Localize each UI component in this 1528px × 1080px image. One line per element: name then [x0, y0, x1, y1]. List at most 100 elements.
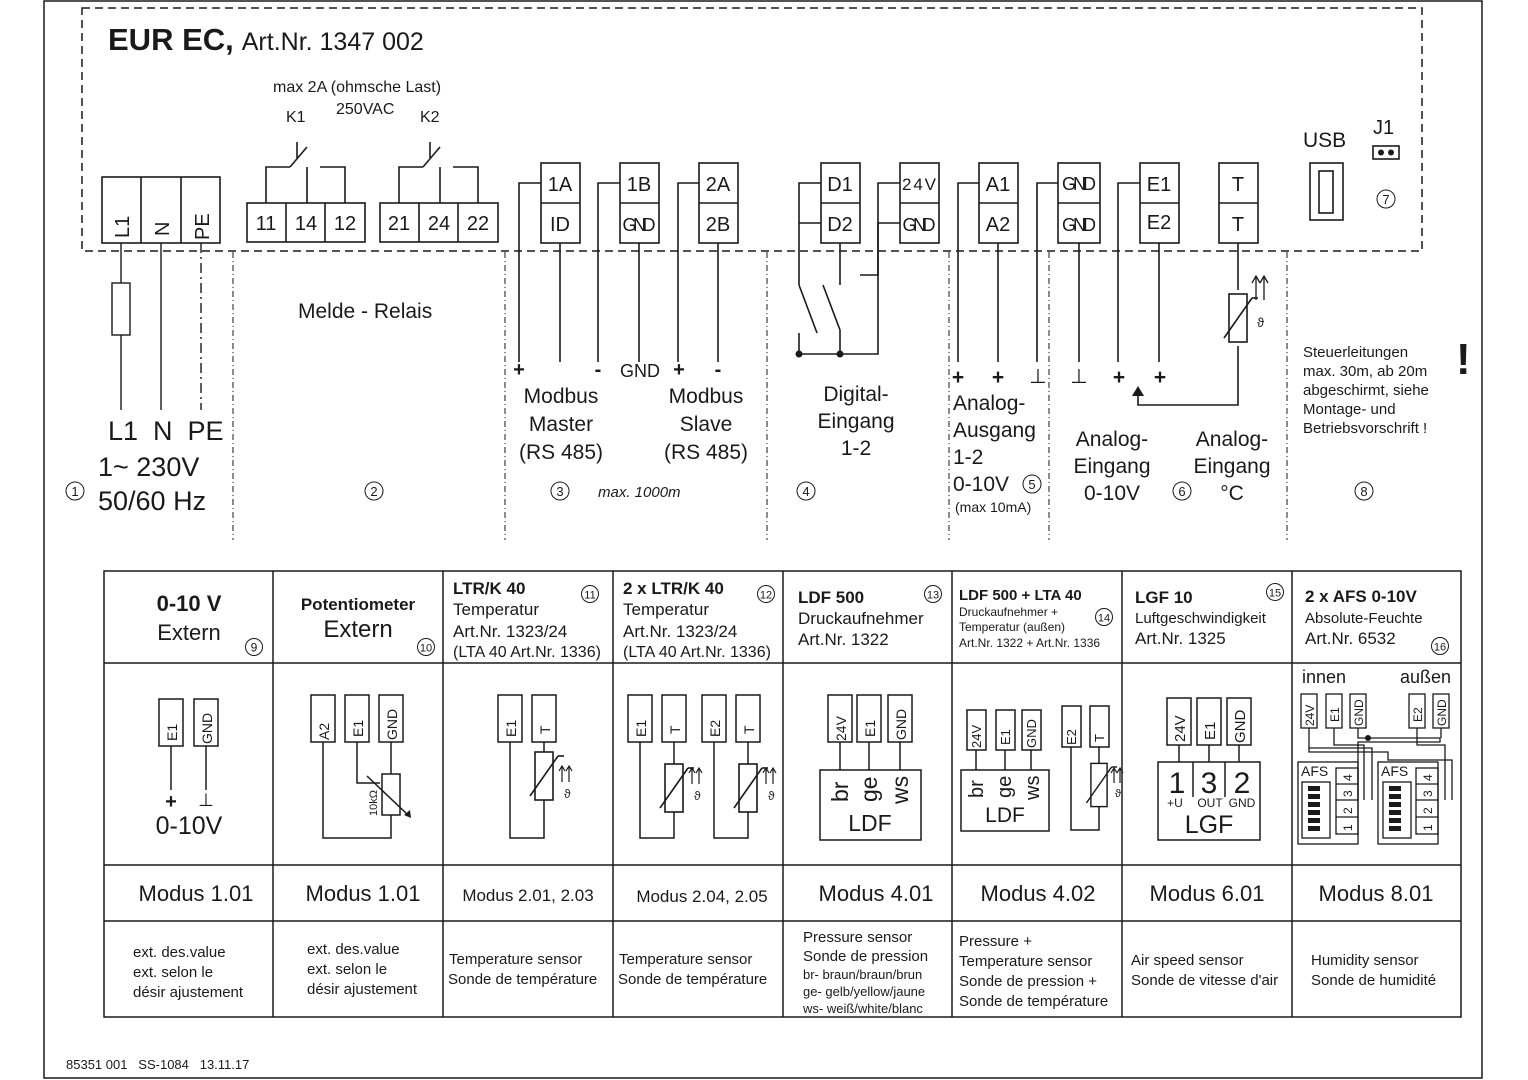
terminal-gnd-4: GND: [1062, 215, 1096, 235]
svg-text:Art.Nr. 1322 + Art.Nr. 1336: Art.Nr. 1322 + Art.Nr. 1336: [959, 636, 1100, 650]
svg-text:Temperatur (außen): Temperatur (außen): [959, 620, 1065, 634]
svg-text:4: 4: [1421, 774, 1435, 781]
section-number-2: 2: [370, 484, 377, 499]
terminal-gnd-3: GND: [1062, 174, 1096, 194]
analog-out-label-4: 0-10V: [953, 473, 1009, 496]
svg-text:E2: E2: [1064, 729, 1079, 745]
svg-text:E1: E1: [862, 720, 878, 737]
svg-text:ext. des.value: ext. des.value: [133, 944, 226, 961]
svg-text:0-10V: 0-10V: [156, 812, 223, 840]
svg-text:Temperature sensor: Temperature sensor: [449, 951, 582, 968]
svg-text:E1: E1: [350, 720, 366, 737]
svg-text:GND: GND: [1024, 719, 1039, 748]
svg-text:9: 9: [251, 641, 258, 655]
wiring-col-1: [158, 698, 219, 790]
analog-in-plus-1: +: [1113, 366, 1125, 389]
svg-text:+U: +U: [1167, 796, 1183, 810]
svg-text:Temperatur: Temperatur: [453, 600, 539, 619]
svg-text:T: T: [1092, 734, 1107, 742]
svg-text:24V: 24V: [1303, 705, 1317, 726]
svg-text:Pressure +: Pressure +: [959, 933, 1032, 950]
svg-text:Druckaufnehmer: Druckaufnehmer: [798, 609, 924, 628]
table-header-col-1: 0-10 V Extern 9: [157, 591, 263, 656]
svg-text:T: T: [537, 725, 553, 734]
relay-k2-label: K2: [420, 109, 440, 126]
analog-in-a-label-1: Analog-: [1076, 428, 1148, 451]
section-number-6: 6: [1178, 484, 1185, 499]
afs-indoor-label: innen: [1302, 667, 1346, 687]
terminal-24v: 24V: [902, 175, 937, 194]
desc-col-6: Pressure + Temperature sensor Sonde de p…: [959, 933, 1108, 1010]
svg-text:0-10 V: 0-10 V: [157, 591, 222, 616]
svg-text:Humidity sensor: Humidity sensor: [1311, 952, 1419, 969]
svg-text:désir ajustement: désir ajustement: [307, 981, 418, 998]
svg-text:12: 12: [760, 590, 772, 602]
svg-text:GND: GND: [1232, 710, 1249, 744]
document-code: 85351 001 SS-1084 13.11.17: [66, 1057, 249, 1072]
svg-text:ge- gelb/yellow/jaune: ge- gelb/yellow/jaune: [803, 984, 925, 999]
terminal-2b: 2B: [706, 214, 730, 236]
terminal-1a: 1A: [548, 174, 573, 196]
svg-text:3: 3: [1341, 790, 1355, 797]
svg-text:E1: E1: [998, 729, 1013, 745]
usb-icon: [1309, 162, 1344, 221]
svg-text:LDF 500 + LTA 40: LDF 500 + LTA 40: [959, 587, 1082, 604]
terminal-id: ID: [550, 214, 570, 236]
section-number-3: 3: [556, 484, 563, 499]
svg-text:LTR/K 40: LTR/K 40: [453, 579, 525, 598]
power-label-terminals: L1 N PE: [108, 416, 224, 446]
svg-text:4: 4: [1341, 774, 1355, 781]
svg-text:14: 14: [1098, 613, 1110, 625]
modus-col-5: Modus 4.01: [819, 881, 934, 906]
svg-text:Druckaufnehmer +: Druckaufnehmer +: [959, 605, 1058, 619]
terminal-d2: D2: [827, 214, 853, 236]
terminal-t2: T: [1232, 214, 1244, 236]
svg-text:2: 2: [1421, 807, 1435, 814]
section-separators: [232, 252, 1288, 540]
svg-text:GND: GND: [1435, 699, 1449, 726]
svg-text:3: 3: [1421, 790, 1435, 797]
section-number-7: 7: [1382, 192, 1389, 207]
desc-col-2: ext. des.value ext. selon le désir ajust…: [307, 941, 418, 998]
svg-text:Sonde de pression: Sonde de pression: [803, 948, 928, 965]
modbus-max-length: max. 1000m: [598, 484, 681, 501]
svg-text:ϑ: ϑ: [1257, 315, 1265, 330]
table-header-col-4: 2 x LTR/K 40 Temperatur Art.Nr. 1323/24 …: [623, 579, 775, 661]
svg-text:GND: GND: [893, 709, 909, 740]
terminal-21: 21: [388, 213, 410, 235]
svg-text:AFS: AFS: [1301, 763, 1328, 779]
svg-text:ϑ: ϑ: [1115, 788, 1121, 800]
svg-text:E2: E2: [1411, 707, 1425, 722]
terminal-11: 11: [256, 213, 277, 235]
relay-k1-label: K1: [286, 109, 306, 126]
svg-text:24V: 24V: [1172, 715, 1189, 742]
relay-voltage: 250VAC: [336, 101, 394, 118]
wiring-col-2: [310, 694, 409, 839]
svg-text:(LTA 40 Art.Nr. 1336): (LTA 40 Art.Nr. 1336): [453, 644, 601, 661]
svg-text:E1: E1: [1328, 707, 1342, 722]
wiring-col-6: [960, 705, 1110, 832]
analog-in-a-label-3: 0-10V: [1084, 482, 1140, 505]
section-number-1: 1: [71, 484, 78, 499]
analog-in-a-label-2: Eingang: [1073, 455, 1150, 478]
desc-col-7: Air speed sensor Sonde de vitesse d'air: [1131, 952, 1278, 989]
svg-text:Sonde de température: Sonde de température: [618, 971, 767, 988]
device-title: EUR EC,Art.Nr. 1347 002: [108, 22, 424, 57]
svg-text:E1: E1: [1202, 722, 1219, 740]
modbus-slave-line3: (RS 485): [664, 441, 748, 464]
svg-text:Pressure sensor: Pressure sensor: [803, 929, 912, 946]
svg-text:ext. selon le: ext. selon le: [307, 961, 387, 978]
modus-col-7: Modus 6.01: [1150, 881, 1265, 906]
desc-col-3: Temperature sensor Sonde de température: [448, 951, 597, 988]
svg-text:10kΩ: 10kΩ: [368, 790, 380, 816]
svg-text:1: 1: [1421, 824, 1435, 831]
note-line-3: abgeschirmt, siehe: [1303, 382, 1429, 399]
note-line-4: Montage- und: [1303, 401, 1396, 418]
mode-table-grid: [103, 570, 1462, 1018]
svg-text:10: 10: [420, 643, 432, 655]
note-line-2: max. 30m, ab 20m: [1303, 363, 1427, 380]
svg-text:⊥: ⊥: [198, 790, 214, 810]
afs-outdoor-label: außen: [1400, 667, 1451, 687]
table-header-col-3: LTR/K 40 Temperatur Art.Nr. 1323/24 (LTA…: [453, 579, 601, 661]
